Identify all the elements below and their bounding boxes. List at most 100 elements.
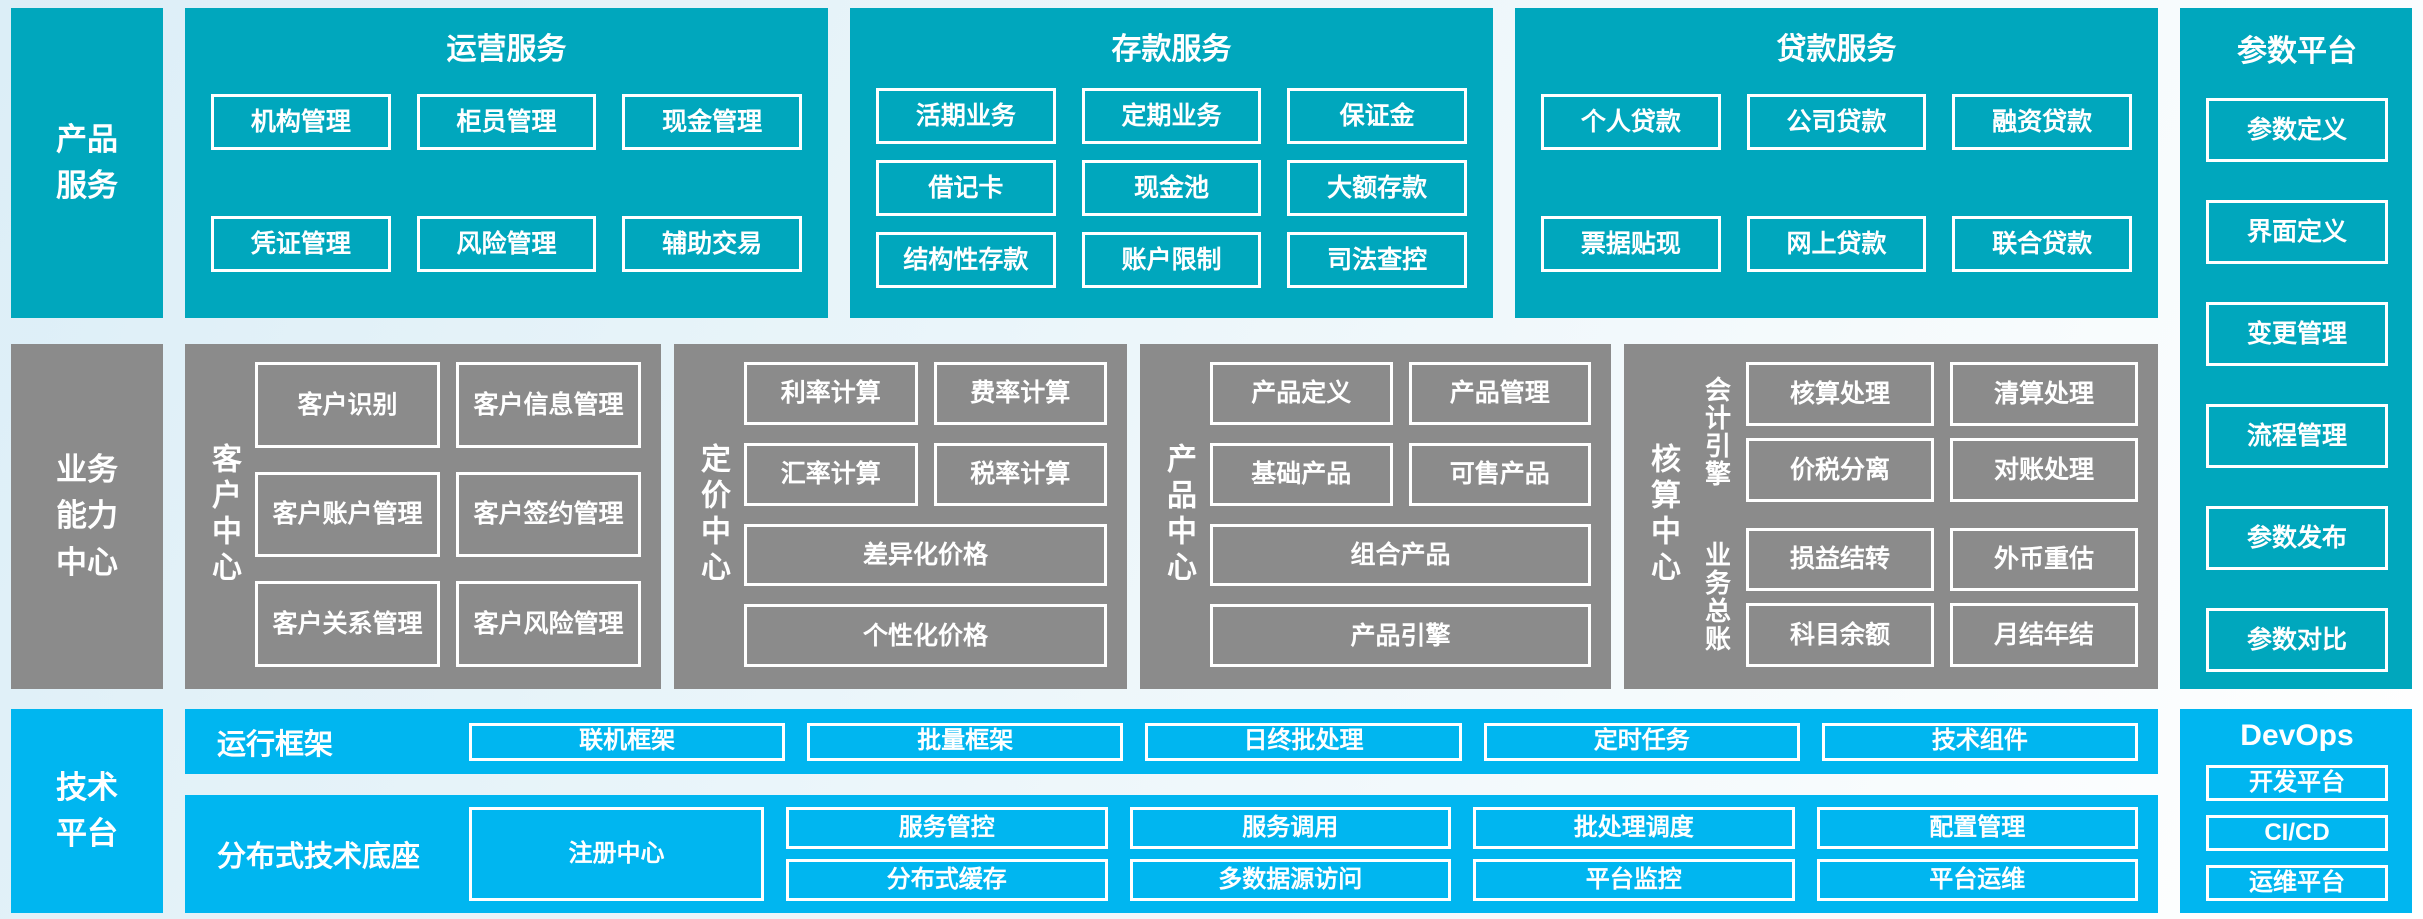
diagram-box: 可售产品 xyxy=(1408,442,1591,506)
diagram-box: 定时任务 xyxy=(1483,722,1800,761)
diagram-box: 柜员管理 xyxy=(416,94,597,150)
diagram-box: 开发平台 xyxy=(2206,765,2388,801)
accounting-center-label: 核算中心 xyxy=(1646,442,1679,587)
accounting-engine-grid: 核算处理 清算处理 价税分离 对账处理 xyxy=(1746,362,2138,502)
accounting-engine-group: 会计引擎 核算处理 清算处理 价税分离 对账处理 xyxy=(1694,362,2138,502)
diagram-box: 定期业务 xyxy=(1081,88,1262,144)
diagram-box: 科目余额 xyxy=(1746,603,1934,667)
diagram-box: 核算处理 xyxy=(1746,362,1934,426)
diagram-box: 风险管理 xyxy=(416,216,597,272)
section-param-platform: 参数平台 参数定义 界面定义 变更管理 流程管理 参数发布 参数对比 xyxy=(2180,8,2412,689)
runtime-framework-label: 运行框架 xyxy=(217,728,334,761)
diagram-box: 外币重估 xyxy=(1950,527,2138,592)
diagram-box: 平台监控 xyxy=(1473,859,1795,901)
diagram-box: 账户限制 xyxy=(1081,232,1262,288)
param-platform-title: 参数平台 xyxy=(2237,35,2357,68)
business-ledger-group: 业务总账 损益结转 外币重估 科目余额 月结年结 xyxy=(1694,527,2138,667)
left-rail: 产品 服务 业务 能力 中心 技术 平台 xyxy=(11,8,163,913)
section-deposit-services: 存款服务 活期业务 定期业务 保证金 借记卡 现金池 大额存款 结构性存款 账户… xyxy=(850,8,1493,318)
db-column: 服务调用 多数据源访问 xyxy=(1129,807,1451,901)
business-capability-row: 客户中心 客户识别 客户信息管理 客户账户管理 客户签约管理 客户关系管理 客户… xyxy=(185,344,2158,689)
section-pricing-center: 定价中心 利率计算 费率计算 汇率计算 税率计算 差异化价格 个性化价格 xyxy=(674,344,1127,689)
diagram-box: 产品定义 xyxy=(1210,362,1393,425)
diagram-box: 价税分离 xyxy=(1746,437,1934,502)
pricing-center-label: 定价中心 xyxy=(696,442,729,587)
rail-tech-platform: 技术 平台 xyxy=(11,709,163,913)
diagram-box: 个性化价格 xyxy=(744,604,1107,667)
diagram-box: 融资贷款 xyxy=(1952,94,2132,150)
diagram-box: 参数发布 xyxy=(2206,506,2388,570)
diagram-box: 客户识别 xyxy=(255,362,440,448)
diagram-box: 基础产品 xyxy=(1210,442,1393,506)
diagram-box: 司法查控 xyxy=(1287,232,1467,288)
accounting-engine-label: 会计引擎 xyxy=(1701,375,1732,488)
diagram-box: 参数定义 xyxy=(2206,98,2388,162)
diagram-box: 借记卡 xyxy=(876,160,1056,216)
diagram-box: 现金池 xyxy=(1081,160,1262,216)
deposit-grid: 活期业务 定期业务 保证金 借记卡 现金池 大额存款 结构性存款 账户限制 司法… xyxy=(876,88,1467,288)
right-rail: 参数平台 参数定义 界面定义 变更管理 流程管理 参数发布 参数对比 DevOp… xyxy=(2180,8,2412,913)
diagram-box: 大额存款 xyxy=(1287,160,1467,216)
diagram-box: 费率计算 xyxy=(933,362,1107,425)
main-content: 运营服务 机构管理 柜员管理 现金管理 凭证管理 风险管理 辅助交易 存款服务 … xyxy=(185,8,2158,913)
diagram-box: 日终批处理 xyxy=(1145,722,1462,761)
section-title: 运营服务 xyxy=(446,33,567,66)
customer-center-label: 客户中心 xyxy=(207,442,240,587)
diagram-box: 技术组件 xyxy=(1821,722,2139,761)
section-operation-services: 运营服务 机构管理 柜员管理 现金管理 凭证管理 风险管理 辅助交易 xyxy=(185,8,828,318)
diagram-box: CI/CD xyxy=(2206,815,2388,851)
diagram-box: 公司贷款 xyxy=(1746,94,1927,150)
section-accounting-center: 核算中心 会计引擎 核算处理 清算处理 价税分离 对账处理 业务总账 xyxy=(1624,344,2158,689)
diagram-box: 个人贷款 xyxy=(1541,94,1721,150)
diagram-box: 产品管理 xyxy=(1408,362,1591,425)
section-loan-services: 贷款服务 个人贷款 公司贷款 融资贷款 票据贴现 网上贷款 联合贷款 xyxy=(1515,8,2158,318)
diagram-box: 损益结转 xyxy=(1746,527,1934,592)
registry-center-box: 注册中心 xyxy=(469,807,764,901)
diagram-box: 产品引擎 xyxy=(1210,604,1591,667)
diagram-box: 现金管理 xyxy=(622,94,802,150)
distributed-base-label: 分布式技术底座 xyxy=(217,841,421,873)
diagram-box: 组合产品 xyxy=(1210,523,1591,587)
diagram-box: 差异化价格 xyxy=(744,523,1107,587)
db-column: 批处理调度 平台监控 xyxy=(1473,807,1795,901)
diagram-box: 联机框架 xyxy=(469,722,786,761)
pricing-grid: 利率计算 费率计算 汇率计算 税率计算 差异化价格 个性化价格 xyxy=(744,362,1107,667)
section-title: 贷款服务 xyxy=(1776,33,1897,66)
loan-grid: 个人贷款 公司贷款 融资贷款 票据贴现 网上贷款 联合贷款 xyxy=(1541,94,2132,272)
diagram-box: 客户风险管理 xyxy=(456,581,641,667)
diagram-box: 流程管理 xyxy=(2206,404,2388,468)
diagram-box: 客户签约管理 xyxy=(456,471,641,558)
diagram-box: 网上贷款 xyxy=(1746,216,1927,272)
section-devops: DevOps 开发平台 CI/CD 运维平台 xyxy=(2180,709,2412,913)
diagram-box: 月结年结 xyxy=(1950,603,2138,667)
db-column: 配置管理 平台运维 xyxy=(1816,807,2138,901)
diagram-box: 界面定义 xyxy=(2206,200,2388,264)
section-product-center: 产品中心 产品定义 产品管理 基础产品 可售产品 组合产品 产品引擎 xyxy=(1140,344,1611,689)
diagram-box: 客户信息管理 xyxy=(456,362,641,448)
distributed-base-band: 分布式技术底座 注册中心 服务管控 分布式缓存 服务调用 多数据源访问 批处理调… xyxy=(185,795,2158,913)
diagram-box: 票据贴现 xyxy=(1541,216,1721,272)
diagram-box: 配置管理 xyxy=(1816,807,2138,849)
diagram-box: 平台运维 xyxy=(1816,859,2138,901)
diagram-box: 运维平台 xyxy=(2206,865,2388,901)
section-customer-center: 客户中心 客户识别 客户信息管理 客户账户管理 客户签约管理 客户关系管理 客户… xyxy=(185,344,661,689)
business-ledger-label: 业务总账 xyxy=(1701,541,1732,654)
runtime-framework-band: 运行框架 联机框架 批量框架 日终批处理 定时任务 技术组件 xyxy=(185,709,2158,774)
diagram-box: 结构性存款 xyxy=(876,232,1056,288)
operations-grid: 机构管理 柜员管理 现金管理 凭证管理 风险管理 辅助交易 xyxy=(211,94,802,272)
diagram-box: 批处理调度 xyxy=(1473,807,1795,849)
diagram-box: 分布式缓存 xyxy=(786,859,1108,901)
rail-product-services: 产品 服务 xyxy=(11,8,163,318)
business-ledger-grid: 损益结转 外币重估 科目余额 月结年结 xyxy=(1746,527,2138,667)
devops-title: DevOps xyxy=(2240,719,2354,752)
diagram-box: 服务调用 xyxy=(1129,807,1451,849)
diagram-box: 活期业务 xyxy=(876,88,1056,144)
diagram-box: 清算处理 xyxy=(1950,362,2138,426)
diagram-box: 辅助交易 xyxy=(622,216,802,272)
diagram-box: 参数对比 xyxy=(2206,608,2388,672)
diagram-box: 保证金 xyxy=(1287,88,1467,144)
section-title: 存款服务 xyxy=(1111,33,1232,66)
diagram-box: 税率计算 xyxy=(933,442,1107,506)
customer-grid: 客户识别 客户信息管理 客户账户管理 客户签约管理 客户关系管理 客户风险管理 xyxy=(255,362,641,667)
